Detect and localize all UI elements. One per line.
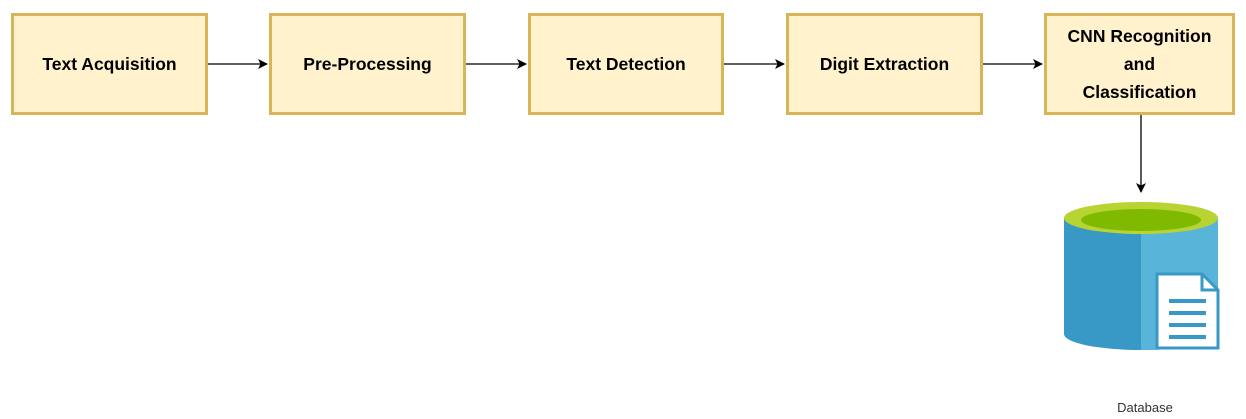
- node-text-detection: Text Detection: [528, 13, 724, 115]
- node-label-line: CNN Recognition: [1067, 26, 1212, 46]
- node-digit-extraction: Digit Extraction: [786, 13, 983, 115]
- database-label: Database: [1117, 400, 1173, 415]
- node-cnn-recognition: CNN Recognition and Classification: [1044, 13, 1235, 115]
- node-label: Text Detection: [566, 53, 686, 74]
- node-label-line: Classification: [1082, 82, 1197, 102]
- node-label: Text Acquisition: [42, 53, 177, 74]
- node-label: Digit Extraction: [819, 53, 950, 74]
- database-document-icon: [1064, 202, 1220, 350]
- node-label: Pre-Processing: [303, 53, 432, 74]
- node-label-line: and: [1123, 54, 1156, 74]
- node-text-acquisition: Text Acquisition: [11, 13, 208, 115]
- node-pre-processing: Pre-Processing: [269, 13, 466, 115]
